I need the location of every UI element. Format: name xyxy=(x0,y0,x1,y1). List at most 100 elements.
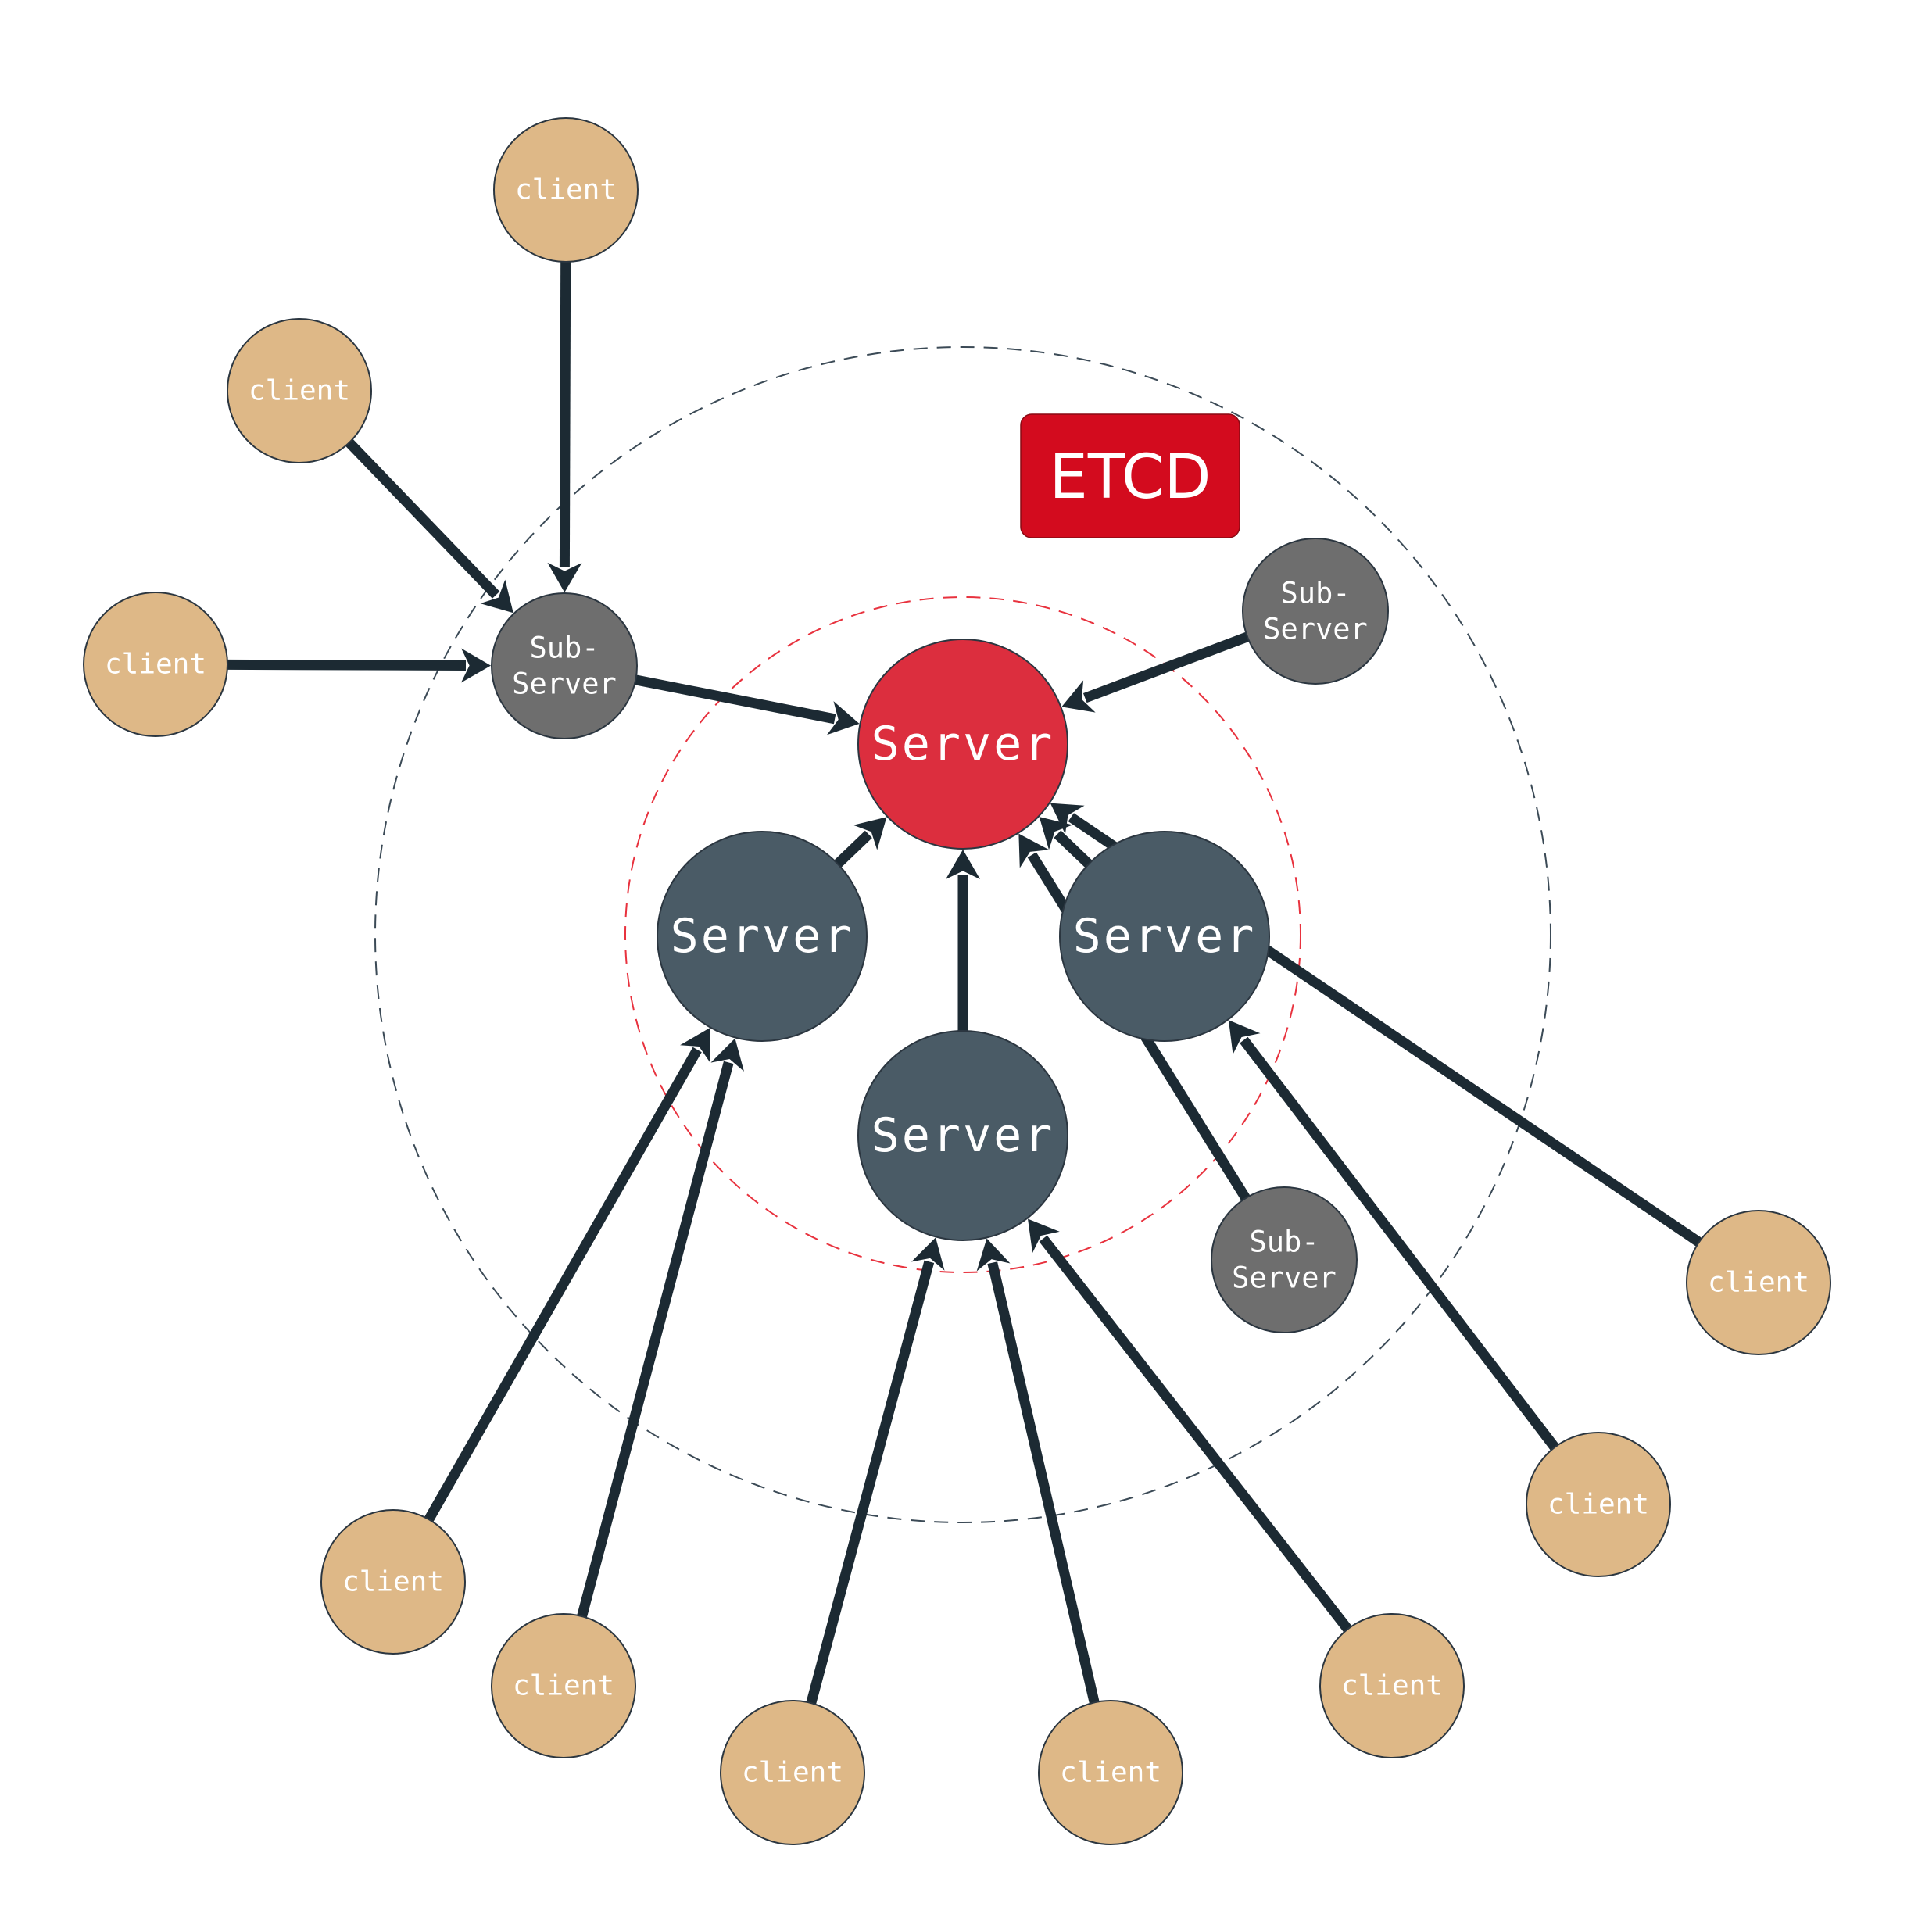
edge-line xyxy=(1039,1235,1352,1633)
edge-line xyxy=(806,1260,935,1705)
node-server-bottom: Server xyxy=(857,1030,1068,1241)
edge-client-top-to-sub-left xyxy=(547,261,582,593)
edge-server-right-to-leader xyxy=(1039,817,1093,868)
edge-client-upper-left-to-sub-left xyxy=(345,438,513,614)
edge-client-b5-to-server-bottom xyxy=(1028,1218,1352,1633)
client-node-circle xyxy=(1038,1700,1183,1845)
server-node-label: Server xyxy=(1073,909,1257,964)
arrow-head xyxy=(1050,803,1085,835)
node-client-left: client xyxy=(83,592,228,737)
server-node-circle xyxy=(1059,831,1270,1042)
node-client-b6: client xyxy=(1526,1432,1671,1577)
client-node-circle xyxy=(493,117,639,263)
node-client-b1: client xyxy=(320,1509,466,1655)
sub-server-node-circle xyxy=(491,592,638,739)
edge-line xyxy=(227,659,467,671)
arrow-head xyxy=(1028,1218,1060,1253)
node-client-b3: client xyxy=(720,1700,865,1845)
etcd-badge: ETCD xyxy=(1020,413,1240,538)
leader-node-label: Server xyxy=(871,717,1055,771)
node-client-b4: client xyxy=(1038,1700,1183,1845)
arrow-head xyxy=(710,1038,744,1072)
inner-boundary-ring xyxy=(624,596,1301,1273)
edge-sub-top-right-to-leader xyxy=(1061,631,1250,713)
arrow-head xyxy=(911,1237,945,1271)
edge-line xyxy=(559,261,571,568)
sub-server-node-label: Server xyxy=(512,667,617,700)
edge-line xyxy=(987,1261,1100,1704)
client-node-label: client xyxy=(342,1566,444,1598)
node-sub-left: Sub-Server xyxy=(491,592,638,739)
client-node-circle xyxy=(720,1700,865,1845)
arrow-head xyxy=(460,648,492,683)
sub-server-node-label: Sub- xyxy=(1280,577,1350,610)
client-node-label: client xyxy=(1341,1670,1443,1702)
client-node-label: client xyxy=(1708,1267,1809,1299)
server-node-label: Server xyxy=(671,909,854,964)
sub-server-node-label: Sub- xyxy=(529,631,599,665)
rings-layer xyxy=(374,346,1551,1523)
edge-server-left-to-leader xyxy=(834,817,887,868)
etcd-badge-box xyxy=(1020,413,1240,538)
client-node-circle xyxy=(1319,1613,1465,1758)
server-node-circle xyxy=(857,1030,1068,1241)
client-node-label: client xyxy=(105,649,206,681)
client-node-label: client xyxy=(1060,1757,1161,1789)
client-node-circle xyxy=(1526,1432,1671,1577)
client-node-circle xyxy=(1686,1210,1831,1355)
client-node-label: client xyxy=(742,1757,843,1789)
edge-line xyxy=(834,830,872,868)
arrow-head xyxy=(547,562,582,593)
edge-client-b6-to-server-right xyxy=(1228,1020,1559,1451)
client-node-circle xyxy=(491,1613,636,1758)
arrow-head xyxy=(826,701,860,735)
node-leader: Server xyxy=(857,639,1068,850)
leader-node-circle xyxy=(857,639,1068,850)
edge-line xyxy=(577,1061,734,1618)
edge-line xyxy=(1082,631,1250,703)
arrow-head xyxy=(853,817,887,850)
node-client-top: client xyxy=(493,117,639,263)
node-client-b7: client xyxy=(1686,1210,1831,1355)
client-node-label: client xyxy=(1548,1489,1649,1521)
edge-client-b2-to-server-left xyxy=(577,1038,744,1618)
sub-server-node-label: Sub- xyxy=(1249,1225,1319,1259)
edge-client-b1-to-server-left xyxy=(424,1028,710,1522)
arrow-head xyxy=(480,579,513,614)
client-node-circle xyxy=(320,1509,466,1655)
edge-line xyxy=(1054,830,1093,868)
node-server-right: Server xyxy=(1059,831,1270,1042)
arrow-head xyxy=(976,1238,1011,1272)
arrow-head xyxy=(1061,680,1096,713)
node-sub-bottom-right: Sub-Server xyxy=(1211,1186,1358,1333)
node-client-b2: client xyxy=(491,1613,636,1758)
client-node-label: client xyxy=(513,1670,614,1702)
server-node-circle xyxy=(657,831,868,1042)
sub-server-node-circle xyxy=(1242,538,1389,685)
arrow-head xyxy=(946,850,980,879)
edge-line xyxy=(424,1046,702,1522)
node-server-left: Server xyxy=(657,831,868,1042)
edges-layer xyxy=(227,261,1702,1705)
node-client-b5: client xyxy=(1319,1613,1465,1758)
edge-client-b3-to-server-bottom xyxy=(806,1237,945,1705)
edge-sub-left-to-leader xyxy=(635,674,860,735)
arrow-head xyxy=(1039,817,1073,850)
sub-server-node-circle xyxy=(1211,1186,1358,1333)
etcd-badge-label: ETCD xyxy=(1050,442,1211,513)
arrow-head xyxy=(1018,833,1050,868)
client-node-label: client xyxy=(249,375,350,407)
arrow-head xyxy=(680,1028,710,1063)
server-node-label: Server xyxy=(871,1108,1055,1163)
client-node-circle xyxy=(227,318,372,463)
edge-line xyxy=(1240,1036,1559,1451)
outer-boundary-ring xyxy=(374,346,1551,1523)
edge-line xyxy=(345,438,500,599)
sub-server-node-label: Server xyxy=(1232,1261,1337,1294)
edge-client-b4-to-server-bottom xyxy=(976,1238,1100,1704)
edge-server-bottom-to-leader xyxy=(946,850,980,1031)
node-client-upper-left: client xyxy=(227,318,372,463)
client-node-circle xyxy=(83,592,228,737)
edge-line xyxy=(635,674,836,724)
